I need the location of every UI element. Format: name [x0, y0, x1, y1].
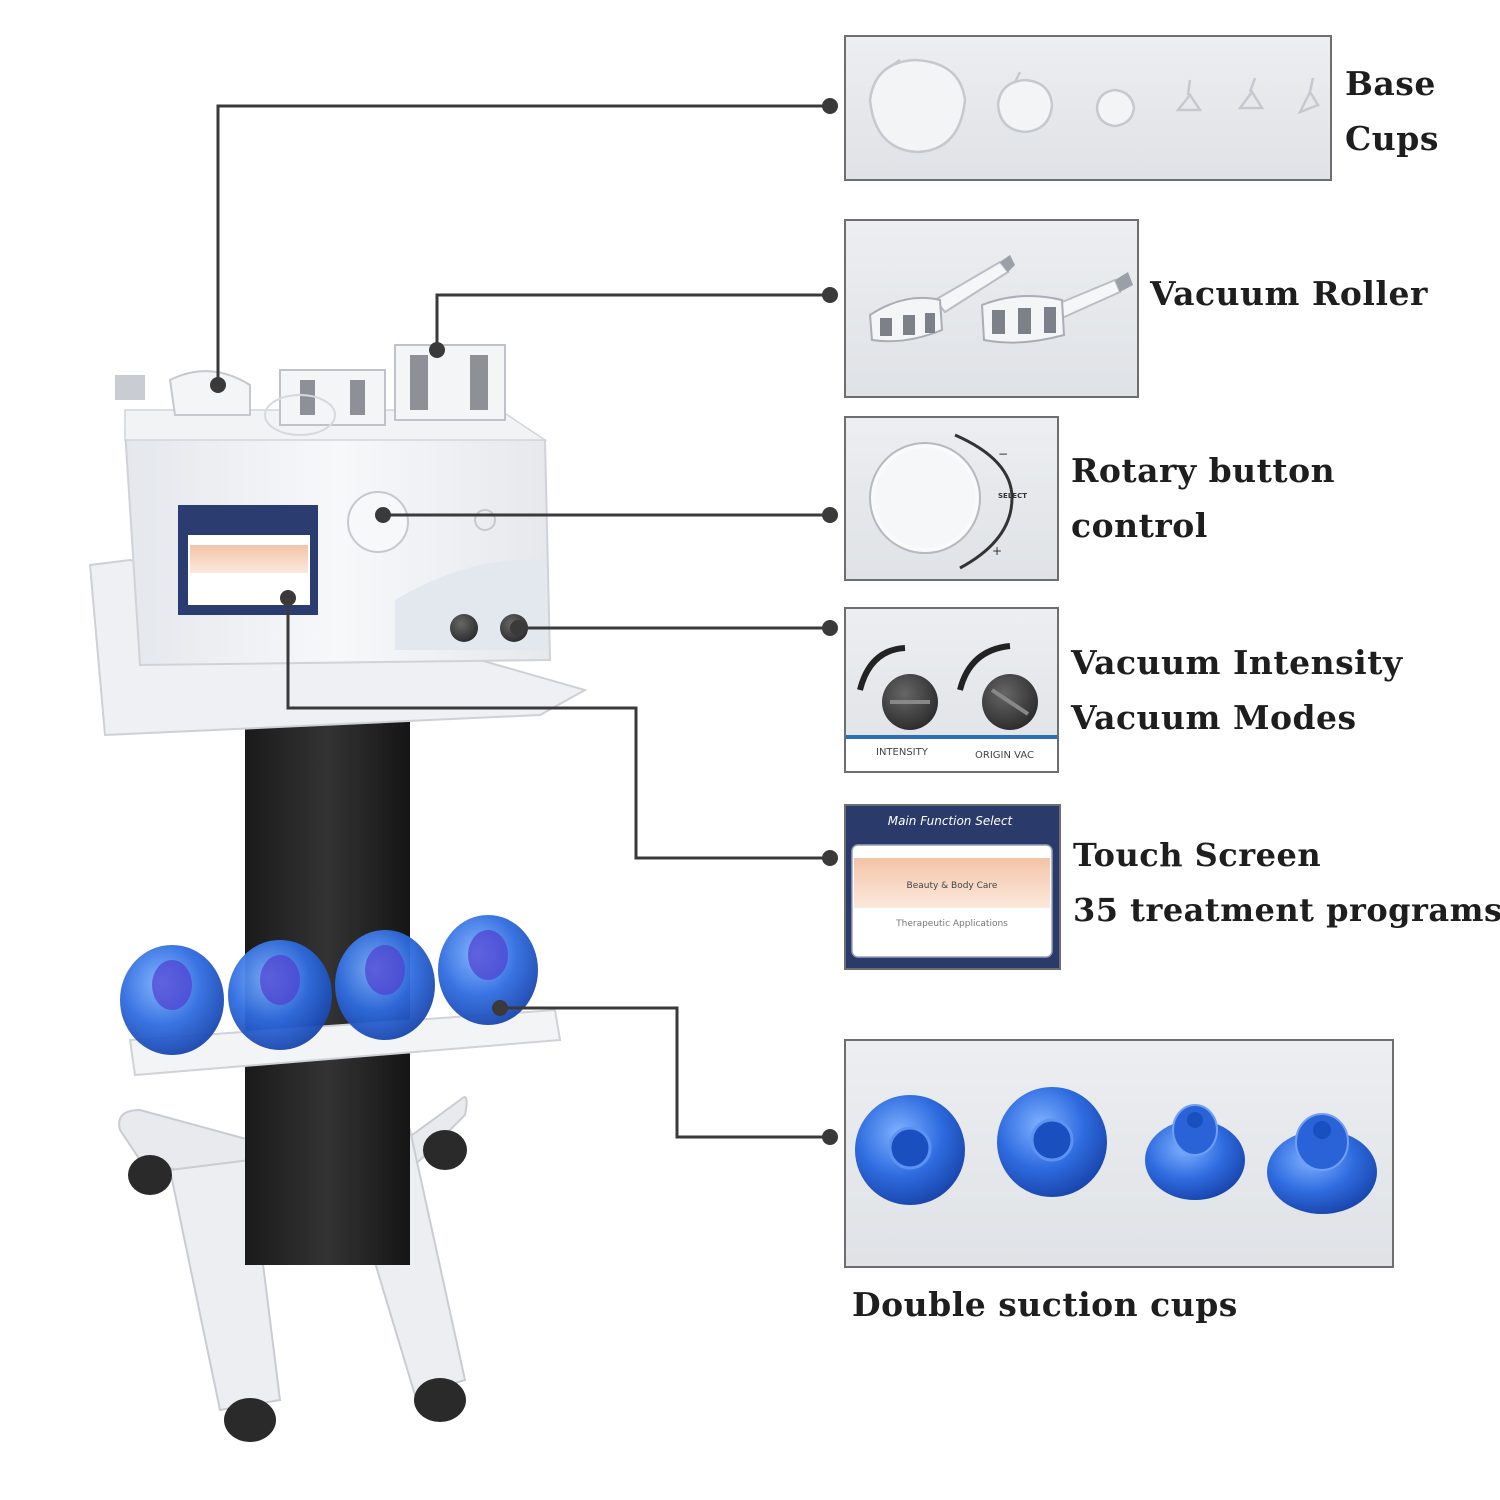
label-vacuum-knobs: Vacuum Intensity Vacuum Modes — [1071, 635, 1403, 745]
panel-vacuum-roller — [844, 219, 1139, 398]
panel-rotary-button: − + SELECT — [844, 416, 1059, 581]
machine-knob-intensity — [450, 614, 478, 642]
panel-base-cups — [844, 35, 1332, 181]
label-base-cups: Base Cups — [1345, 56, 1439, 166]
panel-touch-screen: Main Function Select Beauty & Body Care … — [844, 804, 1061, 970]
label-rotary-button-line1: Rotary button — [1071, 451, 1336, 490]
screen-option-therapeutic: Therapeutic Applications — [895, 919, 1008, 929]
label-base-cups-line2: Cups — [1345, 119, 1439, 158]
label-double-cups: Double suction cups — [852, 1277, 1238, 1332]
machine-cart — [88, 344, 588, 1442]
panel-double-cups — [844, 1039, 1394, 1268]
label-vacuum-modes: Vacuum Modes — [1071, 698, 1357, 737]
leader-dots — [210, 98, 838, 1145]
label-rotary-button-line2: control — [1071, 506, 1208, 545]
tray-blue-cups — [120, 915, 538, 1055]
label-touch-screen-line2: 35 treatment programs — [1073, 891, 1500, 929]
label-double-cups-line1: Double suction cups — [852, 1285, 1238, 1324]
machine-rotary-knob — [347, 491, 409, 553]
screen-title: Main Function Select — [888, 814, 1014, 828]
screen-option-beauty: Beauty & Body Care — [907, 881, 998, 891]
label-touch-screen: Touch Screen 35 treatment programs — [1073, 828, 1500, 938]
top-handpieces — [115, 344, 506, 436]
svg-text:−: − — [998, 447, 1008, 461]
label-vacuum-roller-line1: Vacuum Roller — [1150, 274, 1428, 313]
double-cup-2 — [997, 1087, 1107, 1197]
leader-lines — [216, 104, 830, 1139]
leader-vacuum-roller — [435, 293, 830, 350]
label-vacuum-intensity: Vacuum Intensity — [1071, 643, 1403, 682]
label-rotary-button: Rotary button control — [1071, 443, 1335, 553]
rotary-select-label: SELECT — [998, 492, 1027, 500]
double-cup-3 — [1145, 1104, 1245, 1200]
double-cup-1 — [855, 1095, 965, 1205]
machine-screen — [178, 505, 318, 615]
leader-base-cups — [216, 104, 830, 385]
knob-origin-vac-label: ORIGIN VAC — [975, 750, 1034, 761]
label-vacuum-roller: Vacuum Roller — [1150, 266, 1428, 321]
panel-vacuum-knobs: INTENSITY ORIGIN VAC — [844, 607, 1059, 773]
label-base-cups-line1: Base — [1345, 64, 1436, 103]
knob-intensity-label: INTENSITY — [876, 747, 929, 758]
leader-double-cups — [500, 1006, 830, 1139]
label-touch-screen-line1: Touch Screen — [1073, 836, 1322, 874]
svg-text:+: + — [992, 544, 1002, 558]
leader-touch-screen — [286, 598, 830, 860]
double-cup-4 — [1267, 1113, 1377, 1214]
